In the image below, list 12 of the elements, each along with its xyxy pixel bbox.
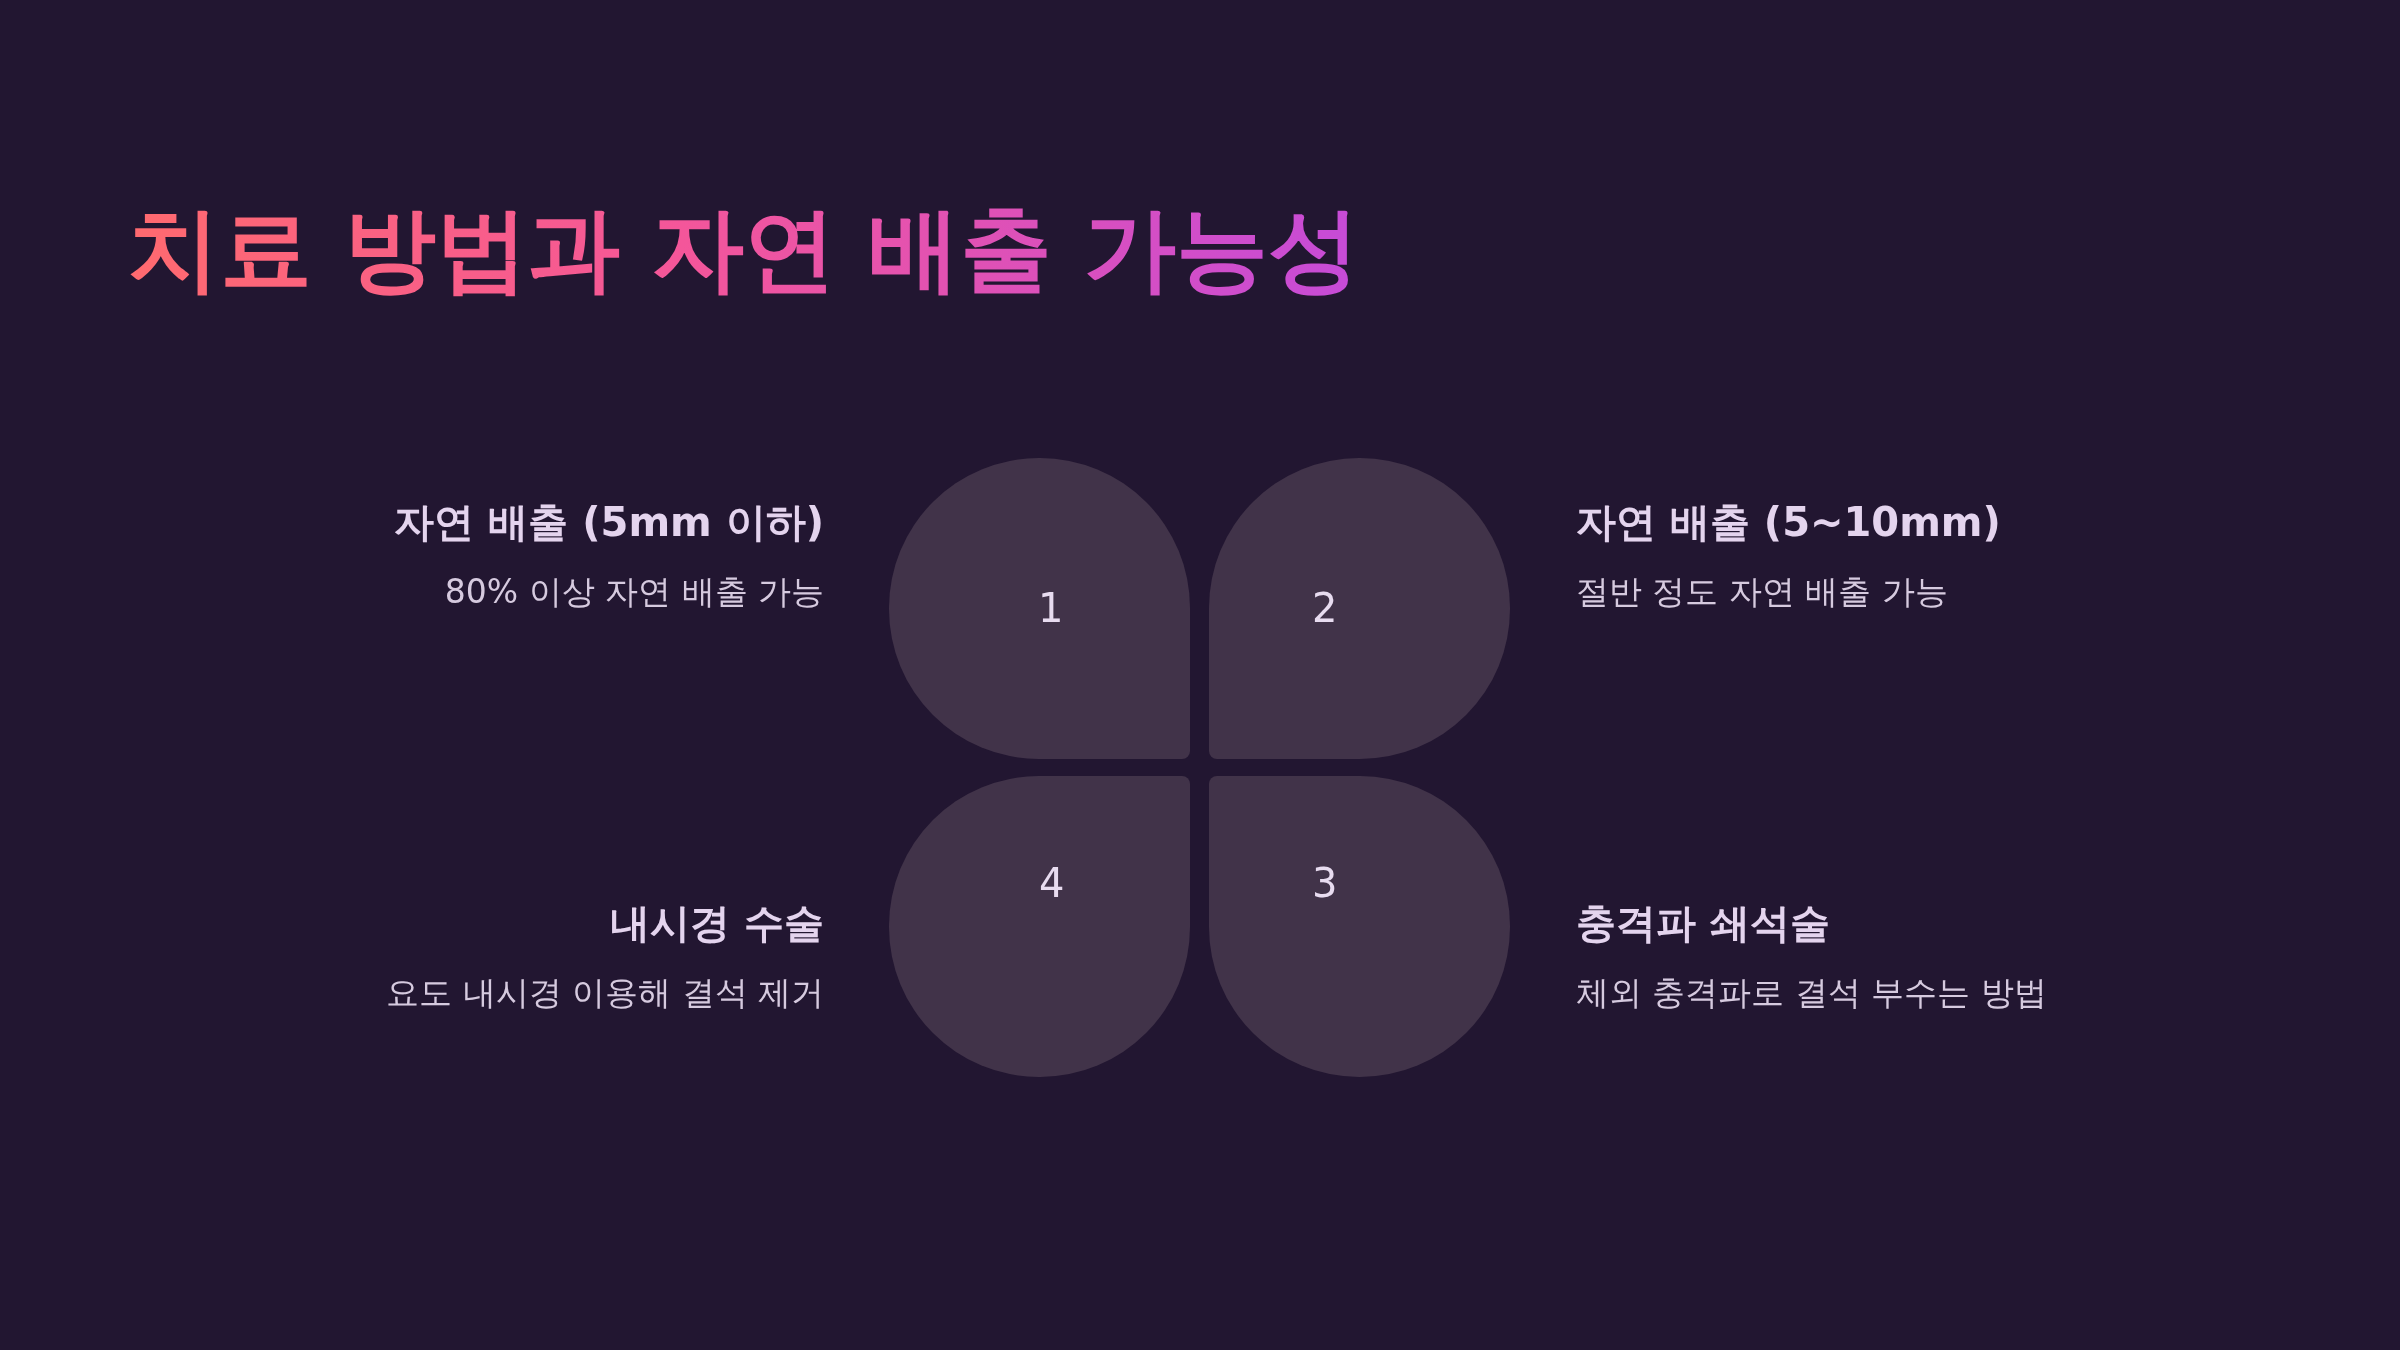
- petal-number: 1: [1038, 588, 1064, 628]
- description: 체외 충격파로 결석 부수는 방법: [1576, 973, 2047, 1013]
- description: 절반 정도 자연 배출 가능: [1576, 572, 1948, 612]
- petal-number: 4: [1039, 863, 1065, 903]
- description: 요도 내시경 이용해 결석 제거: [386, 973, 824, 1013]
- heading: 내시경 수술: [610, 899, 824, 947]
- petal-number: 3: [1312, 863, 1338, 903]
- heading: 충격파 쇄석술: [1576, 899, 1830, 947]
- petal-number: 2: [1312, 588, 1338, 628]
- heading: 자연 배출 (5~10mm): [1576, 498, 2001, 546]
- description: 80% 이상 자연 배출 가능: [444, 572, 824, 612]
- heading: 자연 배출 (5mm 이하): [394, 498, 824, 546]
